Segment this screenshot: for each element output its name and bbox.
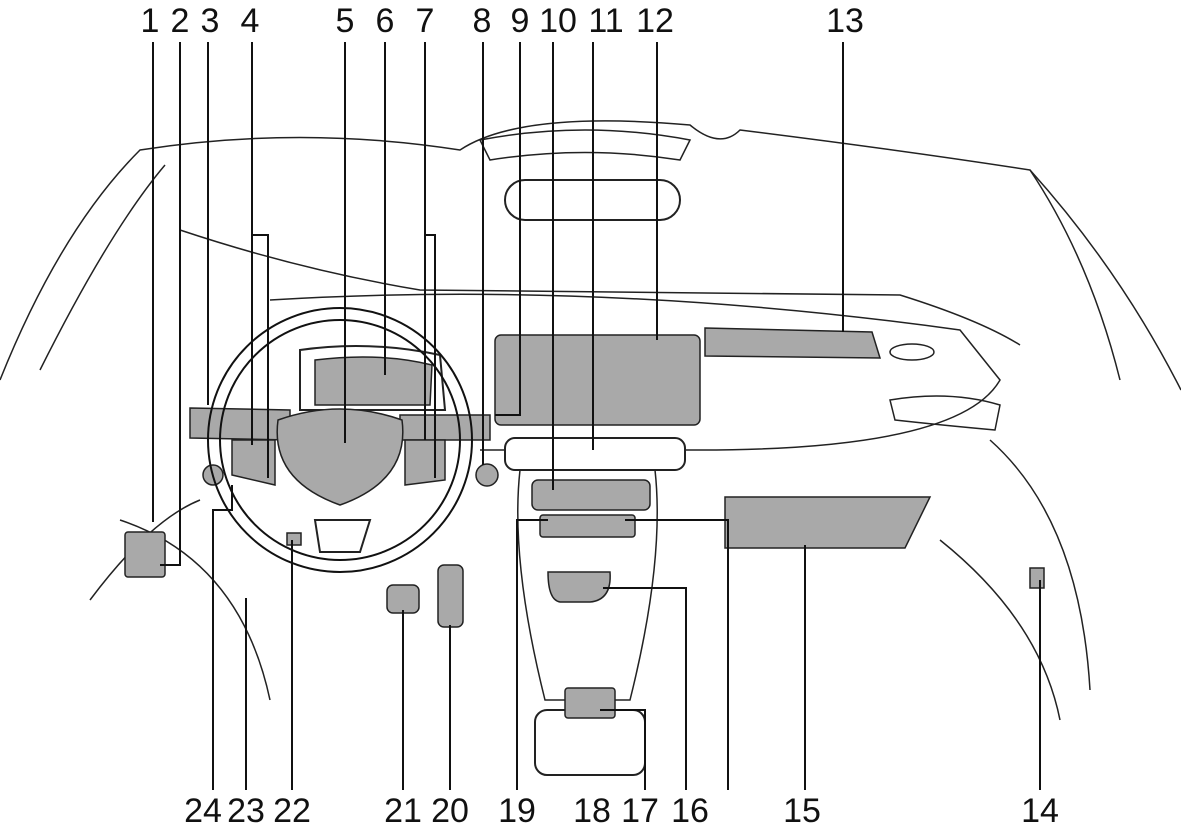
callout-23: 23	[227, 792, 265, 830]
callout-13: 13	[826, 2, 864, 40]
gear-selector	[547, 571, 611, 603]
callout-2: 2	[171, 2, 190, 40]
callout-19: 19	[498, 792, 536, 830]
switch-panel	[539, 514, 636, 538]
leader-lines	[152, 42, 1041, 790]
right-stalk	[399, 414, 491, 441]
start-button	[475, 463, 499, 487]
callout-1: 1	[141, 2, 160, 40]
callout-6: 6	[376, 2, 395, 40]
instrument-cluster	[314, 356, 433, 406]
climate-controls	[531, 479, 651, 511]
central-vents	[504, 437, 686, 471]
brake-pedal	[386, 584, 420, 614]
window-switches	[124, 531, 166, 578]
steering-wheel	[207, 307, 473, 573]
touchscreen	[494, 334, 701, 426]
callout-21: 21	[384, 792, 422, 830]
passenger-airbag	[704, 327, 882, 359]
callout-3: 3	[201, 2, 220, 40]
callout-9: 9	[511, 2, 530, 40]
callout-18: 18	[573, 792, 611, 830]
callout-16: 16	[671, 792, 709, 830]
callout-10: 10	[539, 2, 577, 40]
callout-4: 4	[241, 2, 260, 40]
door-handle	[1029, 567, 1045, 589]
callout-12: 12	[636, 2, 674, 40]
usb-sockets	[564, 687, 616, 719]
callout-7: 7	[416, 2, 435, 40]
callout-22: 22	[273, 792, 311, 830]
callout-8: 8	[473, 2, 492, 40]
callout-14: 14	[1021, 792, 1059, 830]
callout-15: 15	[783, 792, 821, 830]
callout-5: 5	[336, 2, 355, 40]
callout-17: 17	[621, 792, 659, 830]
horn-pad	[276, 408, 404, 506]
bonnet-release	[286, 532, 302, 546]
cup-holder	[534, 709, 646, 776]
glovebox	[724, 496, 932, 549]
left-stalk	[189, 407, 291, 441]
callout-numbers: 1 2 3 4 5 6 7 8 9 10 11 12 13 14 15 16 1…	[141, 2, 1059, 830]
accelerator-pedal	[437, 564, 464, 628]
callout-24: 24	[184, 792, 222, 830]
callout-20: 20	[431, 792, 469, 830]
callout-11: 11	[588, 2, 623, 40]
